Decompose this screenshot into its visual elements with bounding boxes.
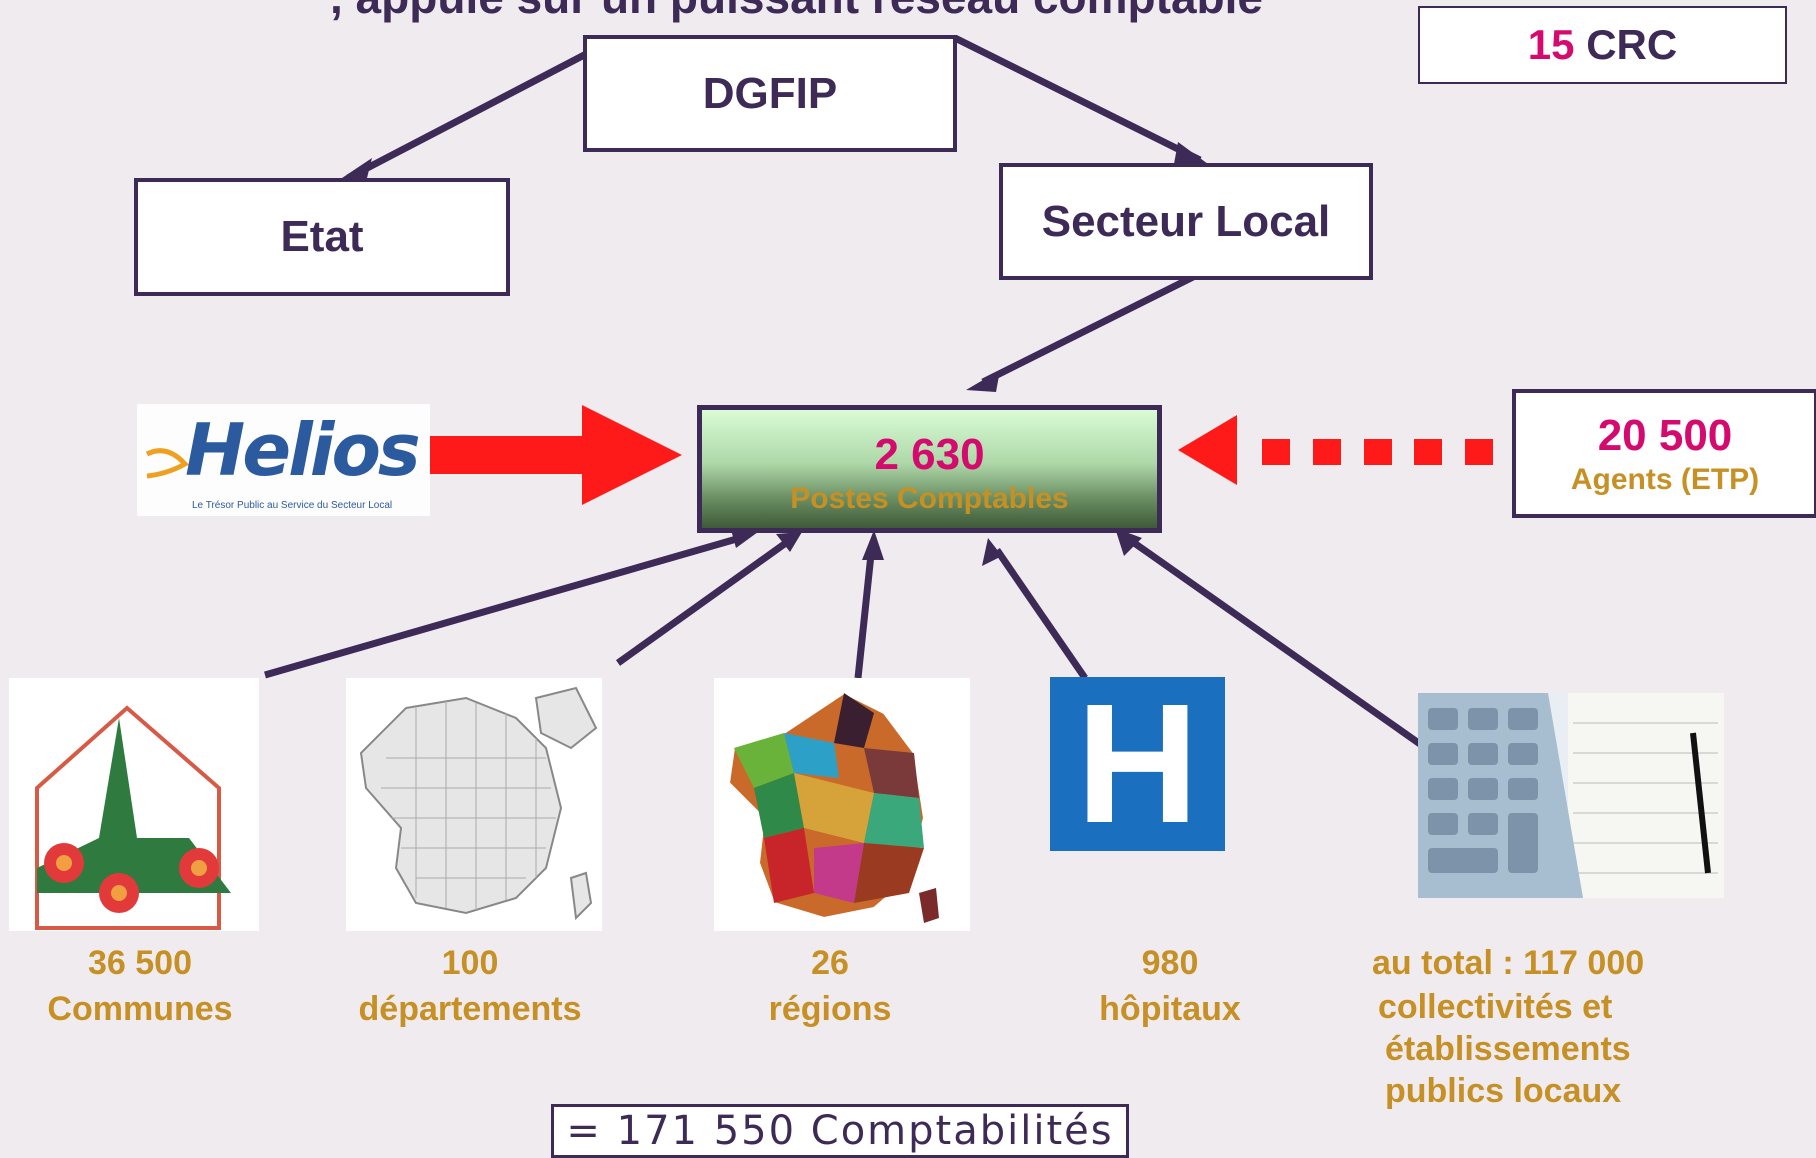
crc-number: 15 <box>1527 21 1575 68</box>
agents-red-dashes <box>1262 439 1493 465</box>
communes-label: Communes <box>47 990 233 1028</box>
agents-box: 20 500 Agents (ETP) <box>1512 389 1816 518</box>
departements-number: 100 <box>441 944 499 982</box>
helios-logo: Helios Le Trésor Public au Service du Se… <box>137 404 430 516</box>
hospital-picture: H <box>1050 677 1225 851</box>
communes-church-icon <box>35 705 231 930</box>
arrow-hopitaux <box>994 548 1088 680</box>
helios-swoosh-icon <box>145 448 189 479</box>
regions-map <box>714 678 970 931</box>
postes-comptables-box: 2 630 Postes Comptables <box>697 405 1162 533</box>
arrow-regions <box>854 544 876 679</box>
secteur-local-label: Secteur Local <box>1041 196 1331 246</box>
departements-caption: 100 départements <box>340 940 600 1032</box>
total-box: = 171 550 Comptabilités <box>551 1104 1129 1158</box>
regions-number: 26 <box>811 944 849 982</box>
crc-label: CRC <box>1586 21 1678 68</box>
departements-map <box>346 678 602 931</box>
france-departements-map-icon <box>359 686 598 921</box>
dgfip-box: DGFIP <box>583 35 957 152</box>
communes-number: 36 500 <box>88 944 192 982</box>
regions-caption: 26 régions <box>720 940 940 1032</box>
arrowhead-collectivites <box>1115 528 1142 556</box>
hopitaux-label: hôpitaux <box>1099 990 1241 1028</box>
crc-box: 15 CRC <box>1418 6 1787 84</box>
arrow-collectivites <box>1127 537 1423 747</box>
etat-box: Etat <box>134 178 510 296</box>
arrowhead-secteur <box>1174 142 1208 164</box>
helios-red-arrow-head <box>582 405 682 505</box>
postes-number: 2 630 <box>874 430 985 479</box>
france-regions-map-icon <box>727 691 939 923</box>
communes-caption: 36 500 Communes <box>30 940 250 1032</box>
communes-picture <box>9 678 259 931</box>
hopitaux-caption: 980 hôpitaux <box>1060 940 1280 1032</box>
arrow-dgfip-etat <box>346 48 592 182</box>
page-title: , appuie sur un puissant réseau comptabl… <box>330 0 1263 24</box>
hospital-h-icon: H <box>1076 677 1199 851</box>
hopitaux-number: 980 <box>1141 944 1199 982</box>
arrowhead-postes-top <box>966 370 1000 392</box>
collectivites-label-2: établissements <box>1385 1030 1631 1068</box>
postes-label: Postes Comptables <box>790 482 1069 515</box>
arrowhead-etat <box>336 158 372 182</box>
collectivites-label-1: collectivités et <box>1378 988 1613 1026</box>
collectivites-label-3: publics locaux <box>1385 1072 1622 1110</box>
arrow-secteur-postes <box>981 273 1195 386</box>
arrowhead-regions <box>862 530 884 560</box>
arrow-dgfip-secteur <box>953 34 1202 164</box>
arrow-communes <box>264 534 741 679</box>
collectivites-number: au total : 117 000 <box>1372 944 1645 982</box>
collectivites-caption: au total : 117 000 collectivités et étab… <box>1372 940 1692 1112</box>
arrowhead-hopitaux <box>982 538 1002 566</box>
dgfip-label: DGFIP <box>702 68 838 118</box>
collectivites-picture <box>1418 693 1724 898</box>
helios-logo-text: Helios <box>185 408 421 492</box>
etat-label: Etat <box>280 212 364 261</box>
agents-red-arrow-head <box>1178 415 1237 485</box>
total-label: = 171 550 Comptabilités <box>566 1108 1114 1154</box>
departements-label: départements <box>358 990 582 1028</box>
helios-tagline: Le Trésor Public au Service du Secteur L… <box>192 500 393 511</box>
secteur-local-box: Secteur Local <box>999 163 1373 280</box>
regions-label: régions <box>768 990 892 1028</box>
agents-label: Agents (ETP) <box>1570 462 1760 496</box>
agents-number: 20 500 <box>1597 410 1733 460</box>
calculator-ledger-icon <box>1418 693 1724 898</box>
helios-red-arrow-shaft <box>428 436 596 474</box>
arrow-departements <box>615 537 793 666</box>
arrowhead-departements <box>776 532 802 552</box>
